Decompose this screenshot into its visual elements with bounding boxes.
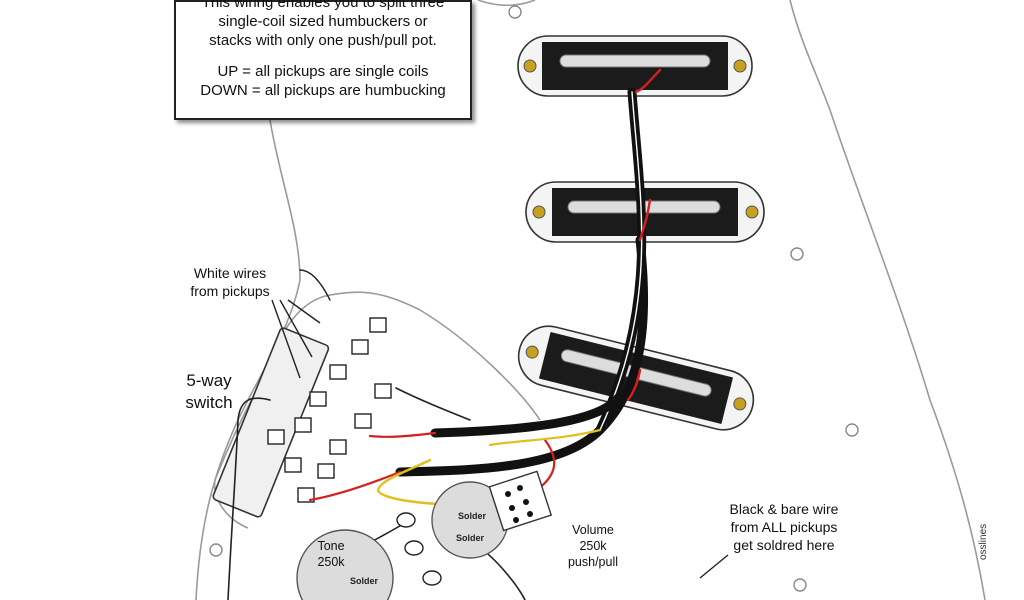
wire-harness bbox=[227, 68, 662, 600]
volume-line-1: Volume bbox=[572, 523, 614, 537]
volume-pot bbox=[431, 470, 553, 559]
solder-point-2: Solder bbox=[456, 533, 485, 543]
label-arrows bbox=[271, 299, 729, 579]
switch-line-1: 5-way bbox=[186, 371, 232, 390]
pot-lugs bbox=[396, 512, 442, 586]
note-line-2: single-coil sized humbuckers or bbox=[218, 13, 428, 30]
volume-label: Volume 250k push/pull bbox=[558, 522, 628, 570]
ground-line-1: Black & bare wire bbox=[729, 501, 839, 517]
solder-point-3: Solder bbox=[350, 576, 379, 586]
note-line-4: UP = all pickups are single coils bbox=[217, 63, 429, 80]
solder-point-1: Solder bbox=[458, 511, 487, 521]
switch-label: 5-way switch bbox=[176, 370, 242, 414]
tone-label: Tone 250k bbox=[306, 538, 356, 570]
white-wires-line-2: from pickups bbox=[190, 283, 270, 299]
switch-line-2: switch bbox=[185, 393, 233, 412]
instruction-note: This wiring enables you to split three s… bbox=[174, 0, 472, 120]
volume-line-2: 250k bbox=[579, 539, 607, 553]
note-line-3: stacks with only one push/pull pot. bbox=[209, 32, 437, 49]
note-line-5: DOWN = all pickups are humbucking bbox=[200, 82, 446, 99]
ground-line-3: get soldred here bbox=[733, 537, 835, 553]
white-wires-line-1: White wires bbox=[193, 265, 267, 281]
tone-line-2: 250k bbox=[317, 555, 345, 569]
white-wires-label: White wires from pickups bbox=[180, 264, 280, 300]
ground-label: Black & bare wire from ALL pickups get s… bbox=[714, 500, 854, 554]
note-line-1: This wiring enables you to split three bbox=[201, 0, 445, 11]
switch-plate-outline bbox=[213, 291, 541, 529]
volume-line-3: push/pull bbox=[567, 555, 619, 569]
side-credit-text: osslines bbox=[978, 523, 989, 560]
ground-line-2: from ALL pickups bbox=[730, 519, 838, 535]
pickup-neck bbox=[517, 35, 753, 97]
tone-pot bbox=[296, 529, 394, 600]
tone-line-1: Tone bbox=[317, 539, 345, 553]
screw-holes bbox=[209, 5, 859, 592]
